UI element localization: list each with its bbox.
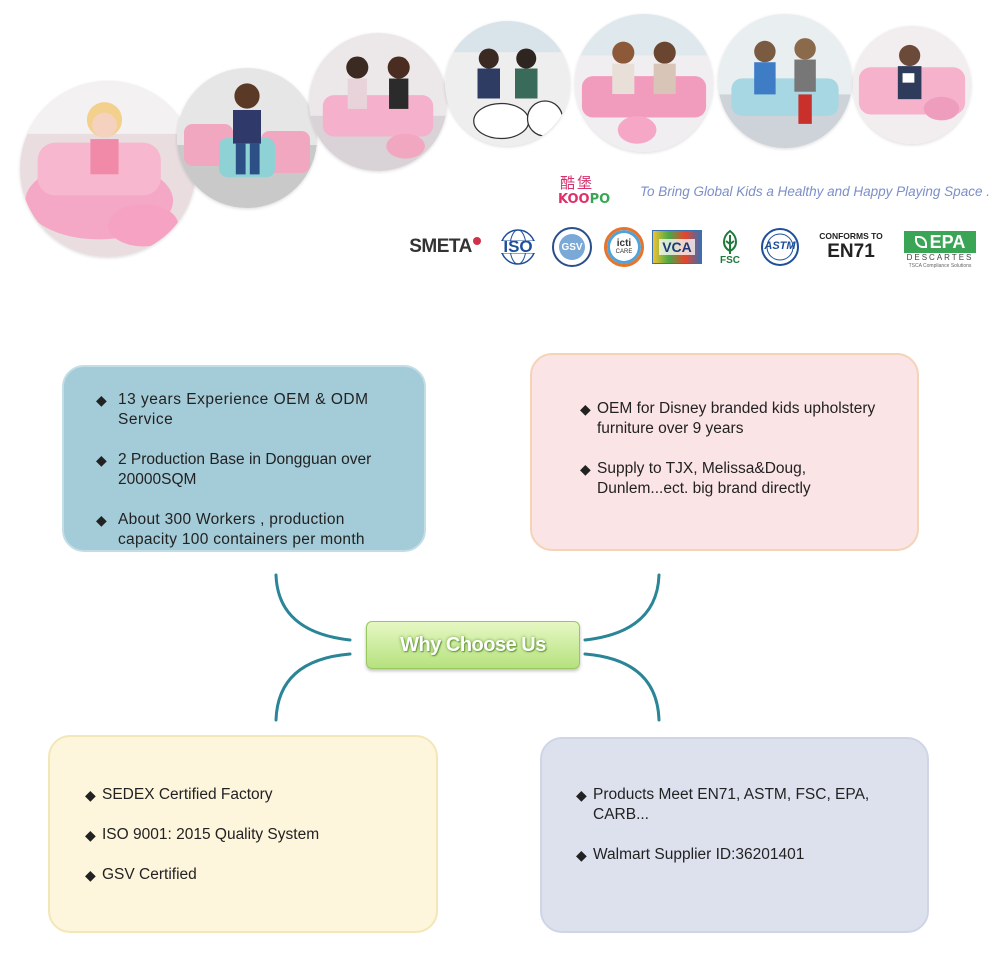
icti-care-logo: icti CARE [603,226,645,268]
connector-bottom-right [583,652,661,722]
smeta-logo: SMETA [404,234,486,260]
why-choose-us-label: Why Choose Us [366,621,580,669]
koopo-logo: 酷堡 KOOPO [552,172,612,214]
diamond-bullet-icon: ◆ [580,401,591,417]
list-item: ◆About 300 Workers , production capacity… [96,511,365,548]
connector-top-left [274,573,352,642]
diamond-bullet-icon: ◆ [576,847,587,863]
list-item: ◆ISO 9001: 2015 Quality System [85,826,320,843]
diamond-bullet-icon: ◆ [85,867,96,883]
list-item: ◆Products Meet EN71, ASTM, FSC, EPA, CAR… [576,786,870,823]
tree-icon [723,229,737,254]
photo-kids-3 [309,33,447,171]
box-standards: ◆Products Meet EN71, ASTM, FSC, EPA, CAR… [540,737,929,933]
vca-logo: VCA [652,230,702,264]
epa-descartes-logo: EPA DESCARTES TSCA Compliance Solutions [904,230,976,270]
diamond-bullet-icon: ◆ [96,452,107,468]
tagline: To Bring Global Kids a Healthy and Happy… [640,184,990,199]
diamond-bullet-icon: ◆ [576,787,587,803]
box-brands: ◆OEM for Disney branded kids upholstery … [530,353,919,551]
connector-top-right [583,573,661,642]
list-item: ◆GSV Certified [85,866,197,883]
diamond-bullet-icon: ◆ [580,461,591,477]
logo-chinese-text: 酷堡 [560,174,595,192]
box-certifications: ◆SEDEX Certified Factory ◆ISO 9001: 2015… [48,735,438,933]
diamond-bullet-icon: ◆ [96,392,108,408]
list-item: ◆2 Production Base in Dongguan over 2000… [96,451,372,488]
fsc-logo: FSC [712,226,748,268]
box-experience: ◆13 years Experience OEM & ODM Service ◆… [62,365,426,552]
iso-logo: ISO [497,228,539,266]
photo-kids-4 [445,21,570,146]
list-item: ◆SEDEX Certified Factory [85,786,273,803]
list-item: ◆13 years Experience OEM & ODM Service [96,391,369,428]
smeta-dot-icon [472,237,481,245]
diamond-bullet-icon: ◆ [96,512,108,528]
leaf-icon [914,236,927,248]
en71-logo: CONFORMS TO EN71 [819,231,883,262]
diamond-bullet-icon: ◆ [85,787,96,803]
connector-bottom-left [274,652,352,722]
photo-kids-7 [853,26,971,144]
list-item: ◆Walmart Supplier ID:36201401 [576,846,805,863]
photo-kids-5 [575,14,713,152]
gsv-logo: GSV [551,226,593,268]
list-item: ◆OEM for Disney branded kids upholstery … [580,400,876,437]
globe-icon [499,229,537,265]
logo-english-text: KOOPO [558,192,611,207]
list-item: ◆Supply to TJX, Melissa&Doug, Dunlem...e… [580,460,811,497]
astm-logo: ASTM [758,227,802,267]
diamond-bullet-icon: ◆ [85,827,96,843]
astm-emblem-icon [761,228,799,266]
